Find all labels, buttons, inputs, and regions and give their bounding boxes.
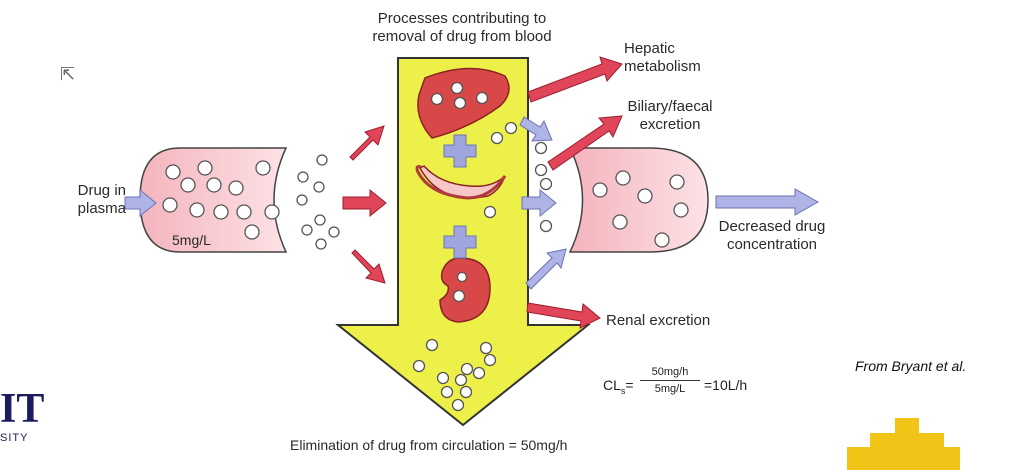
logo-mark-yellow — [847, 418, 960, 470]
biliary-excretion-label: Biliary/faecal excretion — [627, 98, 713, 133]
source-citation: From Bryant et al. — [855, 358, 967, 374]
decreased-concentration-label: Decreased drug concentration — [718, 218, 826, 253]
top-title: Processes contributing to removal of dru… — [372, 10, 552, 45]
blue-arrows — [124, 116, 820, 290]
clearance-formula: CLs= — [603, 377, 634, 396]
university-logo-subtext: SITY — [0, 432, 29, 444]
concentration-label: 5mg/L — [172, 232, 211, 248]
kidney-organ — [439, 257, 491, 323]
hepatic-metabolism-label: Hepatic metabolism — [624, 40, 701, 75]
clearance-result: =10L/h — [704, 377, 748, 393]
mouse-cursor-icon: ⇱ — [60, 64, 76, 84]
university-logo: IT — [0, 386, 45, 432]
renal-excretion-label: Renal excretion — [606, 312, 711, 329]
drug-in-plasma-label: Drug in plasma — [77, 182, 126, 217]
plus-sign — [443, 134, 477, 259]
clearance-fraction: 50mg/h 5mg/L — [640, 366, 700, 395]
red-arrows — [342, 56, 623, 329]
drug-molecules — [162, 81, 689, 412]
elimination-label: Elimination of drug from circulation = 5… — [290, 437, 568, 453]
